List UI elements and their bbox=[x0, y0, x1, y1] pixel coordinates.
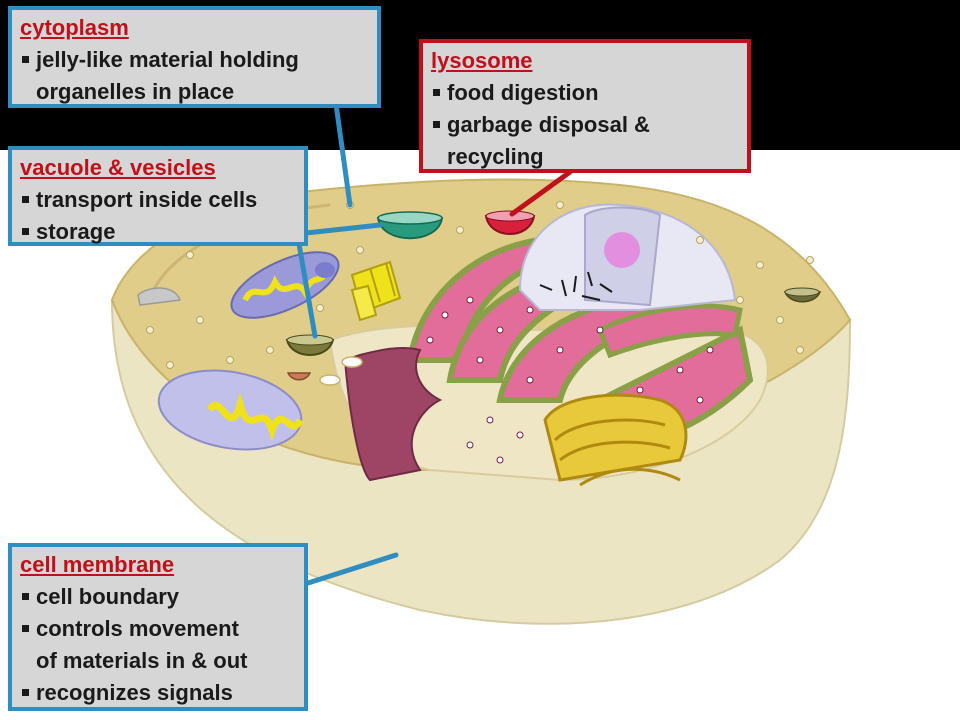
membrane-item-1: cell boundary bbox=[36, 584, 180, 609]
lysosome-connector bbox=[509, 169, 573, 217]
list-item: recognizes signals bbox=[20, 677, 296, 709]
membrane-item-3: of materials in & out bbox=[36, 648, 248, 673]
mitochondrion-lower bbox=[157, 369, 304, 451]
cytoplasm-label-box: cytoplasm jelly-like material holding or… bbox=[8, 6, 381, 108]
cytoplasm-title: cytoplasm bbox=[20, 15, 129, 40]
list-item: controls movement of materials in & out bbox=[20, 613, 296, 677]
membrane-title: cell membrane bbox=[20, 552, 175, 577]
lysosome-item-3: recycling bbox=[447, 144, 544, 169]
chromatin bbox=[539, 271, 613, 301]
mitochondrion-upper bbox=[230, 251, 340, 319]
list-item: cell boundary bbox=[20, 581, 296, 613]
smooth-er bbox=[343, 346, 443, 482]
cytoplasm-item-1: jelly-like material holding bbox=[36, 47, 299, 72]
lysosome-item-2: garbage disposal & bbox=[447, 112, 650, 137]
list-item: jelly-like material holding organelles i… bbox=[20, 44, 369, 108]
lysosome-item-1: food digestion bbox=[447, 80, 599, 105]
list-item: garbage disposal & recycling bbox=[431, 109, 739, 173]
vacuole-label-box: vacuole & vesicles transport inside cell… bbox=[8, 146, 308, 246]
vesicle-connector bbox=[295, 235, 318, 339]
lysosome-title: lysosome bbox=[431, 48, 533, 73]
list-item: transport inside cells bbox=[20, 184, 296, 216]
cytoplasm-granules bbox=[146, 201, 814, 369]
vacuole-item-1: transport inside cells bbox=[36, 187, 258, 212]
golgi-apparatus bbox=[543, 393, 688, 487]
cytoplasm-connector bbox=[333, 101, 353, 208]
cytoplasm-list: jelly-like material holding organelles i… bbox=[20, 44, 369, 108]
list-item: food digestion bbox=[431, 77, 739, 109]
membrane-list: cell boundary controls movement of mater… bbox=[20, 581, 296, 709]
cytoplasm-item-2: organelles in place bbox=[36, 79, 235, 104]
connector-lines bbox=[295, 101, 573, 586]
nucleolus bbox=[604, 232, 640, 268]
lysosome-list: food digestion garbage disposal & recycl… bbox=[431, 77, 739, 173]
lysosome-label-box: lysosome food digestion garbage disposal… bbox=[419, 39, 751, 173]
membrane-label-box: cell membrane cell boundary controls mov… bbox=[8, 543, 308, 711]
vacuole-connector bbox=[303, 222, 383, 236]
centriole bbox=[350, 260, 402, 322]
vacuole-item-2: storage bbox=[36, 219, 116, 244]
membrane-item-4: recognizes signals bbox=[36, 680, 233, 705]
vacuole-title: vacuole & vesicles bbox=[20, 155, 216, 180]
vacuole-list: transport inside cells storage bbox=[20, 184, 296, 248]
list-item: storage bbox=[20, 216, 296, 248]
nucleus bbox=[518, 203, 737, 311]
membrane-item-2: controls movement bbox=[36, 616, 239, 641]
membrane-connector bbox=[305, 552, 399, 586]
